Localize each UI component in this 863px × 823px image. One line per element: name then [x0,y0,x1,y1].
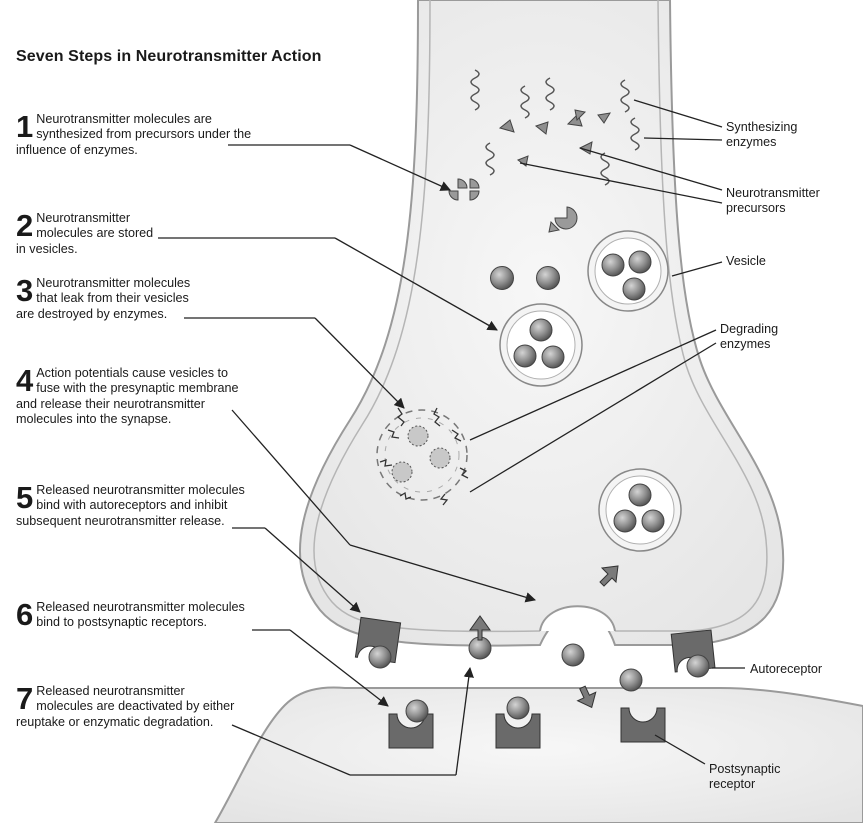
label-degrading-enzymes: Degrading enzymes [720,322,779,352]
postsynaptic-receptor-3 [620,707,666,743]
degrading-vesicle [376,407,469,506]
label-precursors: Neurotransmitter precursors [726,186,820,216]
step-text: Released neurotransmitter molecules bind… [36,600,245,630]
step-number: 7 [16,681,34,716]
step-3: 3 Neurotransmitter molecules that leak f… [16,273,194,322]
vesicle-approaching [598,468,682,552]
degrading-enzyme-zigzags [379,407,469,506]
diagram-title: Seven Steps in Neurotransmitter Action [16,48,322,65]
step-4: 4 Action potentials cause vesicles to fu… [16,363,251,428]
free-neurotransmitters [468,266,643,692]
vesicle-storage [499,303,583,387]
motion-arrows [469,565,619,709]
label-postsynaptic-receptor: Postsynaptic receptor [709,762,781,792]
vesicle-top-right [587,230,669,312]
step-number: 2 [16,208,34,243]
molecule-forming [548,206,578,233]
synthesized-molecule [448,178,480,201]
step-text: Released neurotransmitter molecules bind… [16,483,245,528]
autoreceptor-right [670,629,716,678]
step-number: 1 [16,109,34,144]
step-1: 1 Neurotransmitter molecules are synthes… [16,109,276,158]
step-text: Action potentials cause vesicles to fuse… [16,366,239,427]
step-text: Neurotransmitter molecules that leak fro… [16,276,191,321]
step-7: 7 Released neurotransmitter molecules ar… [16,681,236,730]
fused-vesicle [539,605,616,632]
step-number: 3 [16,273,34,308]
step-text: Neurotransmitter molecules are synthesiz… [16,112,252,157]
step-number: 4 [16,363,34,398]
step-number: 6 [16,597,34,632]
step-number: 5 [16,480,34,515]
step-6: 6 Released neurotransmitter molecules bi… [16,597,266,632]
postsynaptic-neuron [213,686,863,823]
postsynaptic-receptor-2 [495,696,541,749]
autoreceptor-left [354,616,402,669]
synthesizing-enzymes-group [470,69,640,186]
step-text: Neurotransmitter molecules are stored in… [16,211,154,256]
step-5: 5 Released neurotransmitter molecules bi… [16,480,246,529]
label-autoreceptor: Autoreceptor [750,662,823,676]
postsynaptic-receptor-1 [388,699,434,749]
label-vesicle: Vesicle [726,254,766,268]
step-2: 2 Neurotransmitter molecules are stored … [16,208,166,257]
label-synthesizing-enzymes: Synthesizing enzymes [726,120,798,150]
step-text: Released neurotransmitter molecules are … [16,684,235,729]
